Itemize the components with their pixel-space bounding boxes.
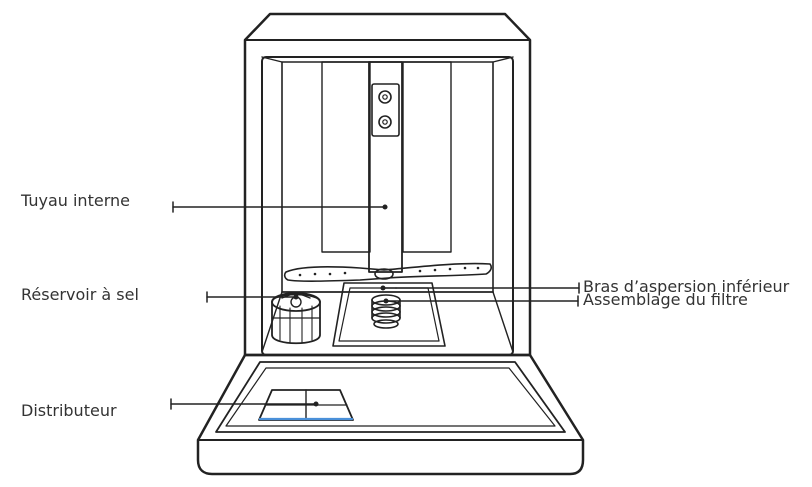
label-filter-assembly: Assemblage du filtre bbox=[583, 290, 748, 310]
dispenser bbox=[259, 390, 353, 420]
label-inner-pipe: Tuyau interne bbox=[21, 191, 130, 211]
cabinet bbox=[245, 14, 530, 355]
inner-pipe bbox=[369, 62, 402, 272]
open-door bbox=[198, 355, 583, 474]
label-dispenser: Distributeur bbox=[21, 401, 117, 421]
label-salt-reservoir: Réservoir à sel bbox=[21, 285, 139, 305]
